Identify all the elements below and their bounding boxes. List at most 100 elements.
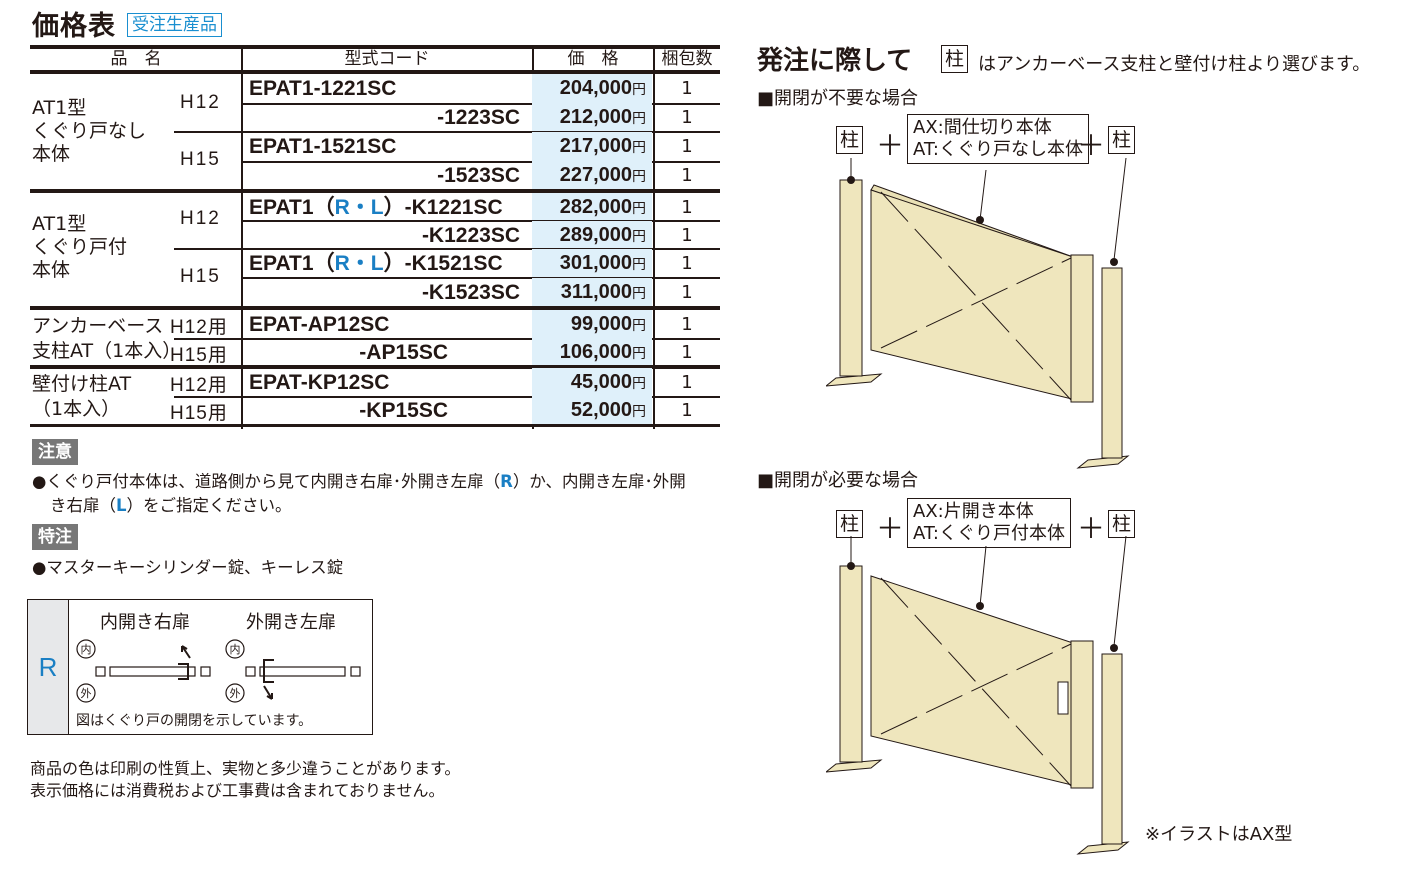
product-name-anchor-post: アンカーベース支柱AT（1本入） [32, 315, 182, 362]
svg-text:内: 内 [81, 642, 92, 656]
table-row: EPAT1（R・L）-K1521SC 301,000円 1 [242, 249, 720, 278]
model-code: EPAT-KP12SC [249, 371, 390, 394]
qty-cell: 1 [681, 400, 693, 421]
special-order-text: ●マスターキーシリンダー錠、キーレス錠 [32, 558, 344, 577]
price-cell: 289,000円 [532, 221, 652, 250]
made-to-order-badge: 受注生産品 [127, 13, 222, 37]
qty-cell: 1 [681, 253, 693, 274]
qty-cell: 1 [681, 165, 693, 186]
model-code: -1223SC [437, 106, 520, 129]
page-title: 価格表 [32, 11, 116, 42]
table-row: -K1223SC 289,000円 1 [242, 221, 720, 250]
table-row: EPAT1-1221SC 204,000円 1 [242, 74, 720, 103]
ordering-title: 発注に際して [757, 46, 913, 76]
height-label: H12 [180, 92, 221, 113]
price-cell: 99,000円 [532, 310, 652, 339]
model-code: EPAT-AP12SC [249, 313, 390, 336]
svg-text:内: 内 [230, 642, 241, 656]
table-row: EPAT1（R・L）-K1221SC 282,000円 1 [242, 193, 720, 222]
fence-illustration-no-door [826, 157, 1130, 469]
special-order-tag: 特注 [32, 524, 78, 550]
height-label: H15 [180, 266, 221, 287]
svg-text:外: 外 [230, 687, 241, 700]
table-row: -K1523SC 311,000円 1 [242, 278, 720, 307]
case1-heading: ■開閉が不要な場合 [757, 88, 919, 109]
pillar-box-left: 柱 [836, 126, 864, 154]
qty-cell: 1 [681, 136, 693, 157]
price-cell: 301,000円 [532, 249, 652, 278]
qty-cell: 1 [681, 197, 693, 218]
col-qty: 梱包数 [661, 49, 713, 69]
table-row: -1523SC 227,000円 1 [242, 161, 720, 190]
pillar-box-right: 柱 [1108, 510, 1136, 538]
case2-heading: ■開閉が必要な場合 [757, 470, 919, 491]
table-header: 品 名 型式コード 価 格 梱包数 [30, 45, 720, 74]
caution-tag: 注意 [32, 439, 78, 465]
col-model-code: 型式コード [344, 49, 430, 69]
diagram-caption: 図はくぐり戸の開閉を示しています。 [76, 713, 313, 729]
height-label: H12 [180, 208, 221, 229]
qty-cell: 1 [681, 314, 693, 335]
model-code: -AP15SC [359, 341, 448, 364]
plus-sign: ＋ [1077, 512, 1106, 545]
right-title: 外開き左扉 [246, 612, 336, 633]
table-row: -1223SC 212,000円 1 [242, 103, 720, 132]
illustration-note: ※イラストはAX型 [1145, 824, 1293, 845]
left-title: 内開き右扉 [100, 612, 190, 633]
price-cell: 217,000円 [532, 132, 652, 161]
price-table: 品 名 型式コード 価 格 梱包数 AT1型くぐり戸なし本体 H12 H15 E… [30, 45, 720, 429]
height-label: H15用 [170, 403, 228, 424]
qty-cell: 1 [681, 372, 693, 393]
model-code: -K1523SC [421, 281, 520, 304]
model-code: EPAT1-1221SC [249, 77, 397, 100]
product-name-at1-with-door: AT1型くぐり戸付本体 [32, 213, 128, 281]
price-cell: 212,000円 [532, 103, 652, 132]
footnotes: 商品の色は印刷の性質上、実物と多少違うことがあります。表示価格には消費税および工… [30, 759, 461, 800]
height-label: H12用 [170, 375, 228, 396]
model-code: EPAT1（R・L）-K1521SC [249, 252, 503, 275]
plus-sign: ＋ [876, 129, 905, 162]
product-name-at1-no-door: AT1型くぐり戸なし本体 [32, 97, 147, 165]
r-label: R [28, 600, 69, 734]
table-row: EPAT1-1521SC 217,000円 1 [242, 132, 720, 161]
model-code: -1523SC [437, 164, 520, 187]
table-row: -KP15SC 52,000円 1 [242, 396, 720, 425]
qty-cell: 1 [681, 282, 693, 303]
price-cell: 311,000円 [532, 278, 652, 307]
price-cell: 227,000円 [532, 161, 652, 190]
price-cell: 45,000円 [532, 368, 652, 397]
pillar-box: 柱 [941, 45, 969, 73]
model-code: -K1223SC [421, 224, 520, 247]
price-cell: 52,000円 [532, 396, 652, 425]
plus-sign: ＋ [876, 512, 905, 545]
pillar-desc: はアンカーベース支柱と壁付け柱より選びます。 [978, 54, 1371, 75]
col-price: 価 格 [567, 49, 619, 69]
table-row: -AP15SC 106,000円 1 [242, 338, 720, 367]
price-cell: 204,000円 [532, 74, 652, 103]
price-cell: 106,000円 [532, 338, 652, 367]
model-code: EPAT1（R・L）-K1221SC [249, 196, 503, 219]
table-row: EPAT-KP12SC 45,000円 1 [242, 368, 720, 397]
fence-illustration-with-door [826, 536, 1130, 855]
svg-text:外: 外 [81, 687, 92, 700]
model-code: EPAT1-1521SC [249, 135, 397, 158]
caution-text: ●くぐり戸付本体は、道路側から見て内開き右扉･外開き左扉（R）か、内開き左扉･外… [32, 472, 686, 515]
table-row: EPAT-AP12SC 99,000円 1 [242, 310, 720, 339]
plus-sign: ＋ [1077, 129, 1106, 162]
door-swing-diagram: R 内開き右扉 外開き左扉 内外 内外 図はくぐり戸の開閉を示しています。 [27, 599, 373, 735]
qty-cell: 1 [681, 107, 693, 128]
col-product-name: 品 名 [110, 49, 162, 69]
qty-cell: 1 [681, 225, 693, 246]
pillar-box-right: 柱 [1108, 126, 1136, 154]
qty-cell: 1 [681, 342, 693, 363]
pillar-box-left: 柱 [836, 510, 864, 538]
height-label: H12用 [170, 317, 228, 338]
model-code: -KP15SC [359, 399, 448, 422]
height-label: H15用 [170, 345, 228, 366]
product-name-wall-post: 壁付け柱AT（1本入） [32, 373, 132, 420]
price-cell: 282,000円 [532, 193, 652, 222]
qty-cell: 1 [681, 78, 693, 99]
swing-diagram-icon: 内外 内外 [76, 639, 361, 703]
